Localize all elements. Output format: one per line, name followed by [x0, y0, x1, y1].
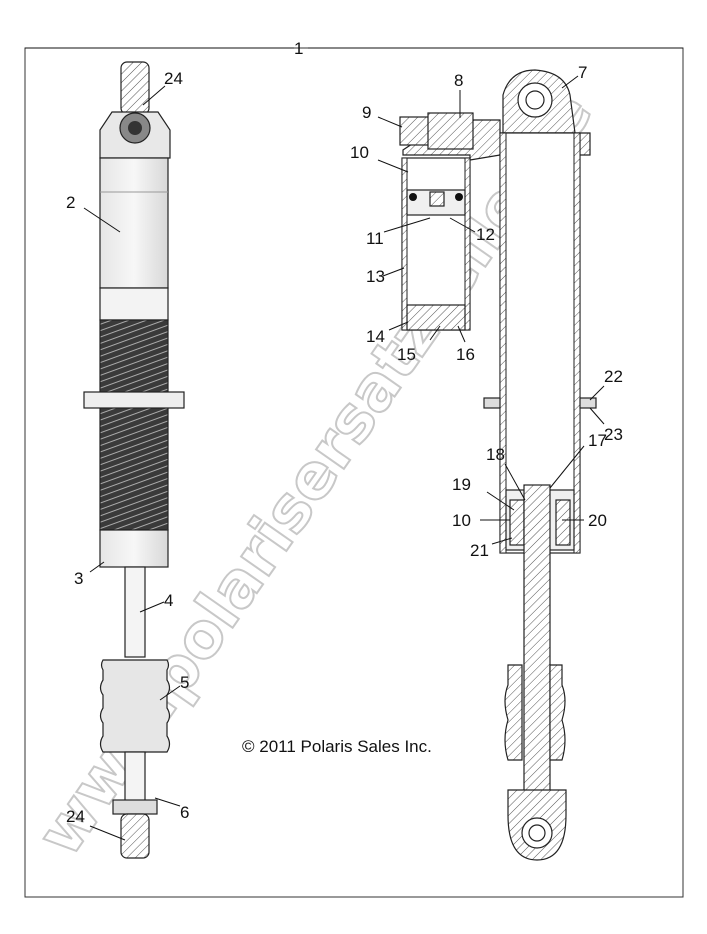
callout-23: 23: [604, 425, 623, 444]
callout-7: 7: [578, 63, 587, 82]
callout-15: 15: [397, 345, 416, 364]
callout-16: 16: [456, 345, 475, 364]
callout-21: 21: [470, 541, 489, 560]
callout-10-top: 10: [350, 143, 369, 162]
callout-1: 1: [294, 39, 303, 58]
left-shock-assembly: [83, 61, 185, 859]
callout-19: 19: [452, 475, 471, 494]
callout-20: 20: [588, 511, 607, 530]
callout-9: 9: [362, 103, 371, 122]
leader-lines: [25, 47, 683, 841]
callout-22: 22: [604, 367, 623, 386]
callout-18: 18: [486, 445, 505, 464]
callout-3: 3: [74, 569, 83, 588]
callout-24-bottom: 24: [66, 807, 85, 826]
callout-8: 8: [454, 71, 463, 90]
callout-14: 14: [366, 327, 385, 346]
copyright-text: © 2011 Polaris Sales Inc.: [242, 737, 432, 756]
callout-17: 17: [588, 431, 607, 450]
callout-24-top: 24: [164, 69, 183, 88]
callout-12: 12: [476, 225, 495, 244]
callout-5: 5: [180, 673, 189, 692]
callout-10-bottom: 10: [452, 511, 471, 530]
callout-13: 13: [366, 267, 385, 286]
callout-11: 11: [366, 229, 384, 248]
callout-6: 6: [180, 803, 189, 822]
callout-labels: 1 2 3 4 5 6 7 8 9 10 11 12 13 14 15 16 1…: [66, 39, 623, 826]
callout-4: 4: [164, 591, 173, 610]
callout-2: 2: [66, 193, 75, 212]
